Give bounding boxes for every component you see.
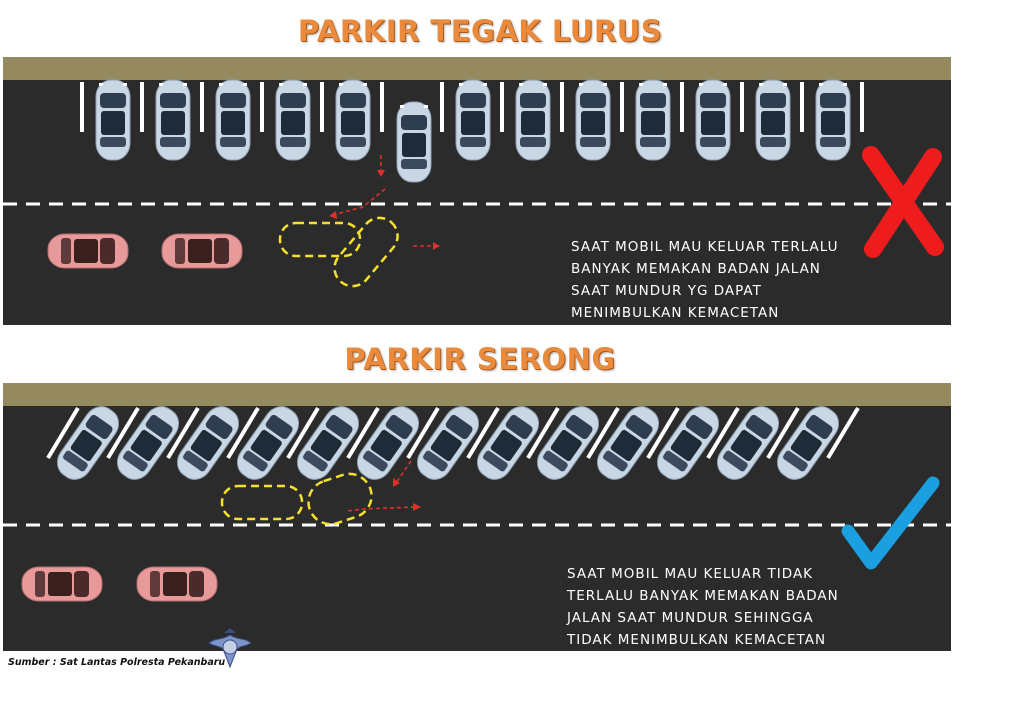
maneuver-path (278, 216, 399, 288)
angled-stall-lines (46, 406, 860, 460)
exiting-car (396, 101, 432, 183)
angled-caption: SAAT MOBIL MAU KELUAR TIDAK TERLALU BANY… (567, 563, 839, 651)
curb-strip (3, 383, 951, 406)
moving-car (47, 233, 129, 269)
direction-arrows (332, 155, 435, 247)
maneuver-path (220, 472, 373, 526)
angled-parking-panel (3, 383, 951, 651)
moving-car (21, 566, 103, 602)
arrow-heads (329, 170, 440, 250)
direction-arrows (347, 460, 416, 512)
caption-line: TIDAK MENIMBULKAN KEMACETAN (567, 632, 827, 648)
section-title-perpendicular: PARKIR TEGAK LURUS (297, 14, 663, 48)
caption-line: TERLALU BANYAK MEMAKAN BADAN (567, 588, 839, 604)
police-emblem-icon (208, 628, 252, 669)
perpendicular-parking-panel (3, 57, 951, 325)
caption-line: SAAT MOBIL MAU KELUAR TIDAK (567, 566, 814, 582)
blue-checkmark-icon (841, 476, 940, 570)
perpendicular-caption: SAAT MOBIL MAU KELUAR TERLALU BANYAK MEM… (571, 236, 839, 324)
caption-line: JALAN SAAT MUNDUR SEHINGGA (567, 610, 814, 626)
caption-line: MENIMBULKAN KEMACETAN (571, 305, 780, 321)
moving-car (161, 233, 243, 269)
parking-stall-lines (80, 82, 864, 132)
section-title-angled: PARKIR SERONG (344, 342, 616, 376)
curb-strip (3, 57, 951, 80)
caption-line: SAAT MUNDUR YG DAPAT (571, 283, 762, 299)
caption-line: SAAT MOBIL MAU KELUAR TERLALU (571, 239, 839, 255)
source-credit: Sumber : Sat Lantas Polresta Pekanbaru (8, 657, 226, 668)
moving-car (136, 566, 218, 602)
caption-line: BANYAK MEMAKAN BADAN JALAN (571, 261, 821, 277)
red-cross-icon (862, 146, 944, 258)
arrow-heads (393, 478, 421, 511)
